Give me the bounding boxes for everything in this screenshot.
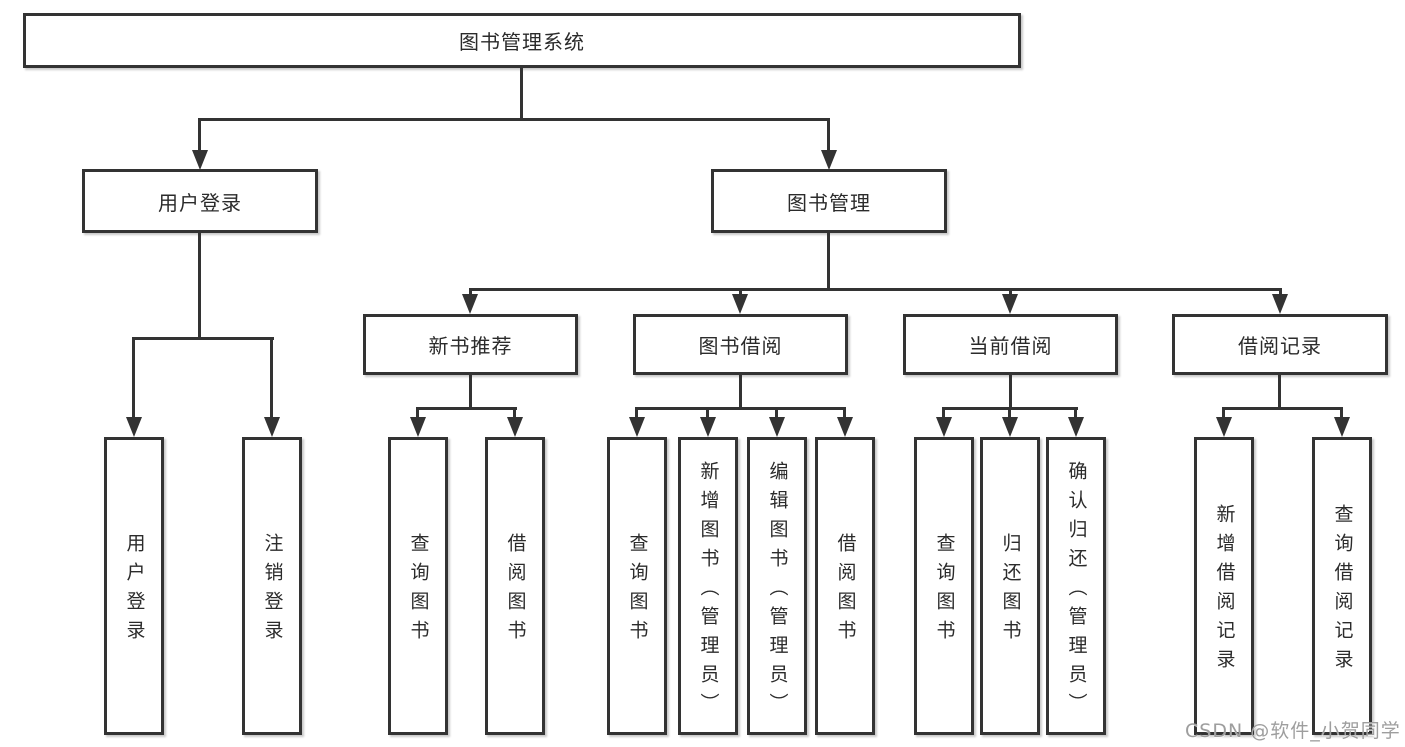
node-leaf-query-book-3: 查询图书 bbox=[914, 437, 974, 735]
connector-book-borrow-hbar bbox=[636, 407, 846, 410]
connector-to-leaf-edit-book-stem bbox=[775, 407, 778, 419]
arrowhead-to-leaf-query-record-icon bbox=[1334, 417, 1350, 437]
arrowhead-to-new-book-rec-icon bbox=[462, 294, 478, 314]
connector-root-stem bbox=[520, 68, 523, 121]
connector-borrow-record-hbar bbox=[1222, 407, 1343, 410]
connector-to-book-borrow-stem bbox=[739, 288, 742, 298]
arrowhead-to-book-mgmt-icon bbox=[821, 150, 837, 170]
node-book-mgmt: 图书管理 bbox=[711, 169, 947, 233]
node-leaf-return-book-label: 归还图书 bbox=[999, 533, 1022, 649]
arrowhead-to-leaf-user-login-icon bbox=[126, 417, 142, 437]
node-leaf-confirm-return-label: 确认归还（管理员） bbox=[1065, 460, 1088, 722]
connector-to-user-login-stem bbox=[198, 118, 201, 152]
node-book-borrow-label: 图书借阅 bbox=[698, 334, 783, 358]
node-borrow-record: 借阅记录 bbox=[1172, 314, 1388, 375]
connector-borrow-record-stem2 bbox=[1278, 375, 1281, 410]
node-book-mgmt-label: 图书管理 bbox=[787, 190, 871, 215]
node-leaf-query-book-1-label: 查询图书 bbox=[407, 533, 430, 649]
connector-book-mgmt-hbar bbox=[469, 288, 1282, 291]
connector-current-borrow-stem2 bbox=[1009, 375, 1012, 410]
connector-to-current-borrow-stem bbox=[1009, 288, 1012, 298]
arrowhead-to-leaf-query-book-1-icon bbox=[410, 417, 426, 437]
connector-new-book-rec-stem bbox=[469, 375, 472, 410]
arrowhead-to-leaf-add-record-icon bbox=[1216, 417, 1232, 437]
node-user-login-label: 用户登录 bbox=[158, 190, 242, 215]
node-leaf-query-book-2: 查询图书 bbox=[607, 437, 667, 735]
connector-book-mgmt-stem bbox=[827, 233, 830, 291]
connector-to-leaf-query-book-3-stem bbox=[942, 407, 945, 419]
csdn-watermark: CSDN @软件_小贺同学 bbox=[1185, 720, 1401, 742]
node-leaf-add-book: 新增图书（管理员） bbox=[678, 437, 738, 735]
arrowhead-to-leaf-query-book-3-icon bbox=[936, 417, 952, 437]
node-leaf-return-book: 归还图书 bbox=[980, 437, 1040, 735]
connector-user-login-stem bbox=[198, 233, 201, 340]
node-leaf-query-record-label: 查询借阅记录 bbox=[1331, 504, 1354, 678]
connector-user-login-hbar bbox=[133, 337, 274, 340]
node-root: 图书管理系统 bbox=[23, 13, 1021, 68]
connector-to-leaf-add-record-stem bbox=[1222, 407, 1225, 419]
node-leaf-query-book-2-label: 查询图书 bbox=[626, 533, 649, 649]
connector-root-hbar bbox=[198, 118, 830, 121]
connector-to-leaf-query-record-stem bbox=[1340, 407, 1343, 419]
node-book-borrow: 图书借阅 bbox=[633, 314, 848, 375]
node-current-borrow: 当前借阅 bbox=[903, 314, 1118, 375]
connector-to-new-book-rec-stem bbox=[469, 288, 472, 298]
connector-to-leaf-logout-stem bbox=[270, 337, 273, 419]
connector-to-leaf-query-book-2-stem bbox=[635, 407, 638, 419]
node-leaf-query-record: 查询借阅记录 bbox=[1312, 437, 1372, 735]
connector-to-leaf-return-book-stem bbox=[1008, 407, 1011, 419]
node-borrow-record-label: 借阅记录 bbox=[1238, 334, 1322, 358]
arrowhead-to-book-borrow-icon bbox=[732, 294, 748, 314]
connector-to-leaf-borrow-book-2-stem bbox=[843, 407, 846, 419]
connector-to-borrow-record-stem bbox=[1279, 288, 1282, 298]
node-current-borrow-label: 当前借阅 bbox=[968, 334, 1053, 358]
connector-to-book-mgmt-stem bbox=[827, 118, 830, 152]
connector-book-borrow-stem2 bbox=[739, 375, 742, 410]
arrowhead-to-borrow-record-icon bbox=[1272, 294, 1288, 314]
node-leaf-query-book-1: 查询图书 bbox=[388, 437, 448, 735]
node-leaf-borrow-book-1-label: 借阅图书 bbox=[504, 533, 527, 649]
node-leaf-edit-book-label: 编辑图书（管理员） bbox=[766, 460, 789, 722]
node-leaf-add-record-label: 新增借阅记录 bbox=[1213, 504, 1236, 678]
arrowhead-to-leaf-logout-icon bbox=[264, 417, 280, 437]
node-leaf-confirm-return: 确认归还（管理员） bbox=[1046, 437, 1106, 735]
node-new-book-rec-label: 新书推荐 bbox=[428, 334, 513, 358]
node-leaf-query-book-3-label: 查询图书 bbox=[933, 533, 956, 649]
node-leaf-borrow-book-2-label: 借阅图书 bbox=[834, 533, 857, 649]
arrowhead-to-leaf-query-book-2-icon bbox=[629, 417, 645, 437]
arrowhead-to-user-login-icon bbox=[192, 150, 208, 170]
arrowhead-to-leaf-confirm-return-icon bbox=[1068, 417, 1084, 437]
node-leaf-edit-book: 编辑图书（管理员） bbox=[747, 437, 807, 735]
arrowhead-to-leaf-borrow-book-2-icon bbox=[837, 417, 853, 437]
connector-to-leaf-borrow-book-1-stem bbox=[513, 407, 516, 419]
node-root-label: 图书管理系统 bbox=[459, 30, 585, 54]
connector-to-leaf-add-book-stem bbox=[706, 407, 709, 419]
connector-to-leaf-confirm-return-stem bbox=[1074, 407, 1077, 419]
node-leaf-add-book-label: 新增图书（管理员） bbox=[697, 460, 720, 722]
arrowhead-to-current-borrow-icon bbox=[1002, 294, 1018, 314]
node-user-login: 用户登录 bbox=[82, 169, 318, 233]
node-leaf-borrow-book-2: 借阅图书 bbox=[815, 437, 875, 735]
node-leaf-borrow-book-1: 借阅图书 bbox=[485, 437, 545, 735]
node-leaf-user-login: 用户登录 bbox=[104, 437, 164, 735]
node-new-book-rec: 新书推荐 bbox=[363, 314, 578, 375]
node-leaf-logout: 注销登录 bbox=[242, 437, 302, 735]
connector-to-leaf-user-login-stem bbox=[132, 337, 135, 419]
arrowhead-to-leaf-edit-book-icon bbox=[769, 417, 785, 437]
arrowhead-to-leaf-borrow-book-1-icon bbox=[507, 417, 523, 437]
node-leaf-logout-label: 注销登录 bbox=[261, 533, 284, 649]
node-leaf-user-login-label: 用户登录 bbox=[123, 533, 146, 649]
connector-new-book-rec-hbar bbox=[416, 407, 517, 410]
connector-to-leaf-query-book-1-stem bbox=[416, 407, 419, 419]
arrowhead-to-leaf-add-book-icon bbox=[700, 417, 716, 437]
arrowhead-to-leaf-return-book-icon bbox=[1002, 417, 1018, 437]
node-leaf-add-record: 新增借阅记录 bbox=[1194, 437, 1254, 735]
